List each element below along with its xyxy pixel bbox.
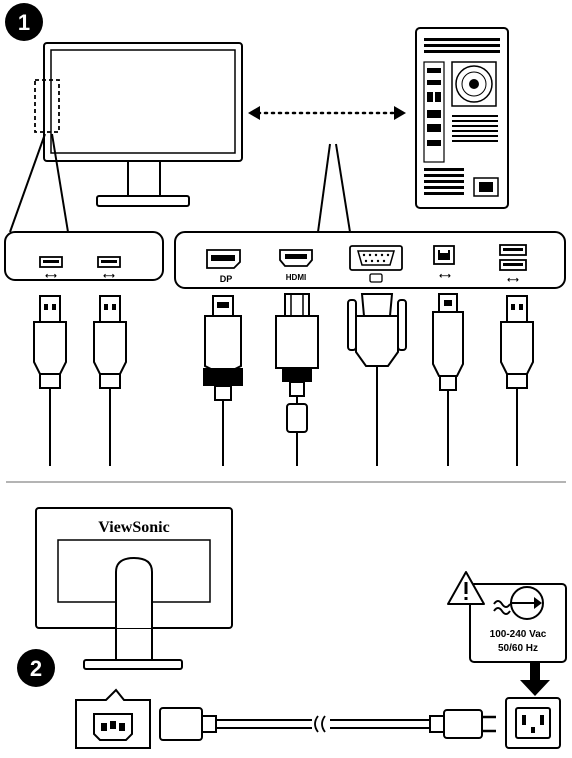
voltage-label: 100-240 Vac xyxy=(490,629,547,640)
vga-port xyxy=(349,245,403,283)
usb-a-ports: ⟷ xyxy=(499,244,527,284)
hdmi-label: HDMI xyxy=(286,273,306,282)
frequency-label: 50/60 Hz xyxy=(498,643,538,654)
hdmi-cable xyxy=(275,293,319,466)
usb-b-cable xyxy=(432,293,464,466)
brand-logo: ViewSonic xyxy=(98,519,169,536)
monitor-rear: ViewSonic xyxy=(35,507,233,670)
callout-arrow xyxy=(520,662,550,696)
pc-tower xyxy=(415,27,509,209)
usb-icon: ⟷ xyxy=(439,271,451,280)
monitor-power-inlet xyxy=(75,688,151,749)
side-usb-port-2: ⟷ xyxy=(97,256,121,280)
wall-outlet xyxy=(505,697,561,749)
dp-port: DP xyxy=(206,249,241,284)
dp-cable xyxy=(203,295,243,466)
vga-icon xyxy=(369,273,383,283)
step-1-badge: 1 xyxy=(5,3,43,41)
side-usb-port-1: ⟷ xyxy=(39,256,63,280)
link-arrow xyxy=(248,106,406,120)
hdmi-port: HDMI xyxy=(279,249,313,282)
dp-label: DP xyxy=(220,274,233,284)
monitor-front xyxy=(34,42,243,207)
usb-cable-2 xyxy=(93,295,127,467)
power-spec-callout: 100-240 Vac 50/60 Hz xyxy=(469,583,567,663)
usb-b-port: ⟷ xyxy=(433,245,455,280)
usb-cable-3 xyxy=(500,295,534,467)
vga-cable xyxy=(347,293,407,466)
step-2-badge: 2 xyxy=(17,649,55,687)
step-2-number: 2 xyxy=(30,656,42,681)
warning-icon xyxy=(447,571,485,605)
usb-icon: ⟷ xyxy=(45,271,57,280)
ac-power-icon xyxy=(493,586,544,620)
side-usb-panel xyxy=(4,133,164,281)
step-1-number: 1 xyxy=(18,10,30,35)
usb-icon: ⟷ xyxy=(507,275,519,284)
power-cord xyxy=(159,707,496,741)
rear-io-panel xyxy=(174,143,566,289)
usb-cable-1 xyxy=(33,295,67,467)
usb-icon: ⟷ xyxy=(103,271,115,280)
